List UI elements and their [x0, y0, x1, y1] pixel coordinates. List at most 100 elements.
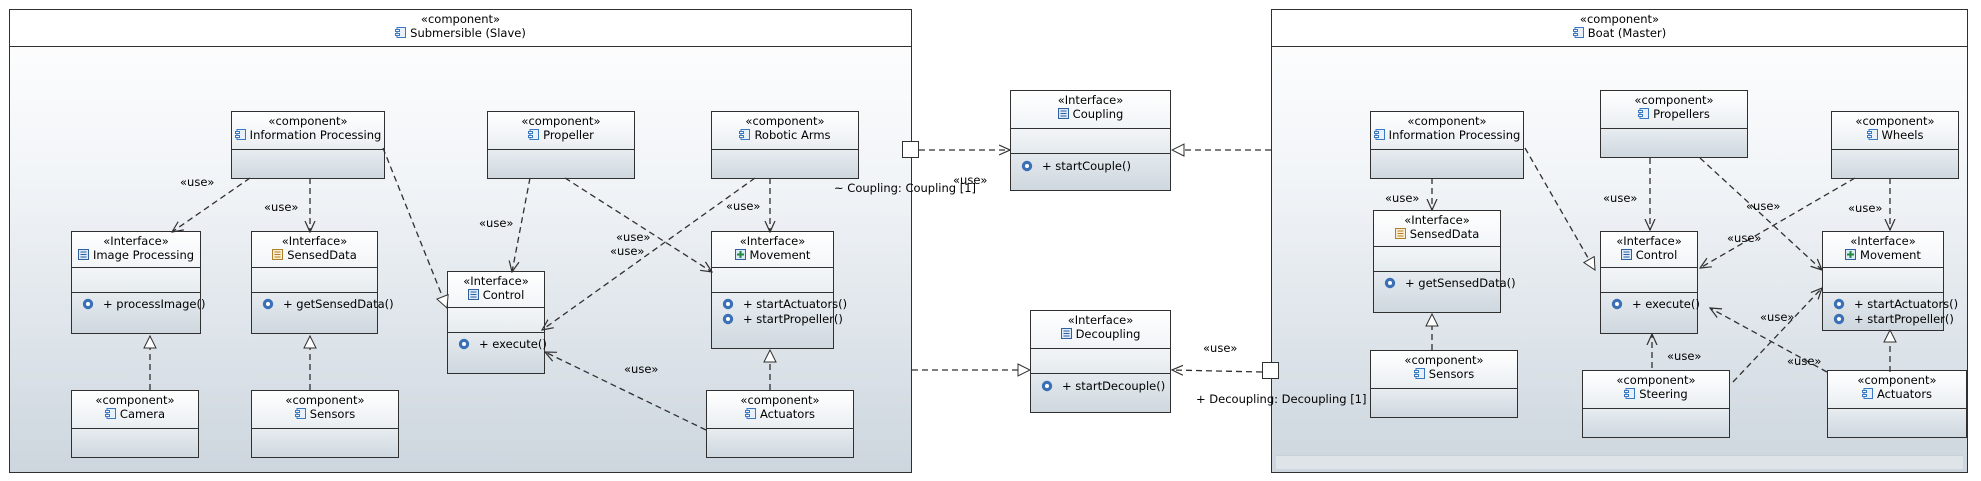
use-label: «use»: [1727, 231, 1762, 245]
operation[interactable]: + startActuators(): [712, 297, 847, 312]
node-title: Propellers: [1601, 107, 1747, 122]
node-header: «component»Actuators: [1828, 371, 1966, 409]
node-header: «component»Sensors: [1371, 351, 1517, 389]
use-label: «use»: [1787, 354, 1822, 368]
attributes-compartment: [252, 268, 377, 293]
master-control-interface[interactable]: «Interface»Control+ execute(): [1600, 231, 1700, 334]
submersible-stereotype: «component»: [420, 12, 501, 26]
node-header: «Interface»Movement: [712, 232, 833, 268]
node-name: Image Processing: [92, 248, 195, 262]
operation[interactable]: + processImage(): [72, 297, 205, 312]
node-header: «Interface»Movement: [1823, 232, 1943, 268]
node-name: Sensors: [1428, 367, 1475, 381]
node-title: Wheels: [1832, 128, 1958, 143]
master-sensed-data-interface[interactable]: «Interface»SensedData + getSensedData(): [1373, 210, 1516, 313]
operation[interactable]: + getSensedData(): [1374, 276, 1516, 291]
node-name: Propellers: [1653, 107, 1710, 121]
operations-compartment: + execute(): [1601, 293, 1700, 312]
use-dependency: [1700, 177, 1856, 268]
node-header: «Interface»SensedData: [252, 232, 377, 268]
slave-sensed-data-interface[interactable]: «Interface»SensedData + getSensedData(): [251, 231, 394, 334]
interface-icon: [77, 249, 89, 260]
stereotype: «component»: [745, 114, 825, 128]
gear-icon: [1833, 313, 1845, 325]
master-info-processing-component[interactable]: «component»Information Processing: [1370, 111, 1524, 179]
use-label: «use»: [264, 200, 299, 214]
component-icon: [1572, 27, 1584, 38]
master-steering-component[interactable]: «component»Steering: [1582, 370, 1730, 438]
operation[interactable]: + startPropeller(): [712, 312, 843, 327]
slave-movement-interface[interactable]: «Interface»Movement + startActuators()+ s…: [711, 231, 847, 349]
operation-label: + getSensedData(): [283, 297, 394, 311]
movement-interface-icon: [1845, 249, 1857, 260]
gear-icon: [722, 313, 734, 325]
stereotype: «component»: [1616, 373, 1696, 387]
node-header: «component»Sensors: [252, 391, 398, 429]
coupling-interface[interactable]: «Interface» Coupling + startCouple(): [1010, 90, 1171, 191]
coupling-port[interactable]: [902, 141, 919, 158]
data-interface-icon: [1394, 228, 1406, 239]
boat-header: «component» Boat (Master): [1272, 10, 1967, 47]
stereotype: «component»: [740, 393, 820, 407]
use-label: «use»: [610, 244, 645, 258]
slave-info-processing-component[interactable]: «component»Information Processing: [231, 111, 385, 179]
node-header: «component»Wheels: [1832, 112, 1958, 150]
interface-icon: [467, 289, 479, 300]
use-label: «use»: [1746, 199, 1781, 213]
slave-image-processing-interface[interactable]: «Interface»Image Processing+ processImag…: [71, 231, 205, 334]
slave-actuators-component[interactable]: «component»Actuators: [706, 390, 854, 458]
operation[interactable]: + startDecouple(): [1031, 379, 1170, 394]
component-icon: [395, 27, 407, 38]
submersible-name: Submersible (Slave): [410, 26, 526, 40]
node-title: SensedData: [252, 248, 377, 263]
node-title: Control: [448, 288, 544, 303]
operation[interactable]: + execute(): [448, 337, 547, 352]
master-movement-interface[interactable]: «Interface»Movement + startActuators()+ s…: [1822, 231, 1958, 331]
use-label: «use»: [1603, 191, 1638, 205]
operation-label: + startPropeller(): [1854, 312, 1954, 326]
stereotype: «Interface»: [1616, 234, 1682, 248]
node-header: «Interface»Control: [448, 272, 544, 308]
master-sensors-component[interactable]: «component»Sensors: [1370, 350, 1518, 418]
node-header: «Interface»SensedData: [1374, 211, 1500, 247]
decoupling-interface[interactable]: «Interface» Decoupling + startDecouple(): [1030, 310, 1171, 413]
boat-title: Boat (Master): [1272, 26, 1967, 41]
slave-propeller-component[interactable]: «component»Propeller: [487, 111, 635, 179]
master-wheels-component[interactable]: «component»Wheels: [1831, 111, 1959, 179]
node-name: Movement: [749, 248, 811, 262]
decoupling-port[interactable]: [1262, 362, 1279, 379]
slave-control-interface[interactable]: «Interface»Control + execute(): [447, 271, 547, 374]
operation[interactable]: + startCouple(): [1011, 159, 1170, 174]
operations-compartment: + startActuators()+ startPropeller(): [1823, 293, 1958, 327]
node-header: «component»Propeller: [488, 112, 634, 150]
operation[interactable]: + startPropeller(): [1823, 312, 1954, 327]
node-name: Control: [482, 288, 525, 302]
operation[interactable]: + getSensedData(): [252, 297, 394, 312]
use-label: «use»: [726, 199, 761, 213]
operation[interactable]: + execute(): [1601, 297, 1700, 312]
coupling-stereotype: «Interface»: [1057, 93, 1124, 107]
master-propellers-component[interactable]: «component»Propellers: [1600, 90, 1748, 158]
node-name: Camera: [119, 407, 166, 421]
decoupling-header: «Interface» Decoupling: [1031, 311, 1170, 349]
interface-icon: [1057, 108, 1069, 119]
horizontal-scrollbar[interactable]: [1276, 455, 1963, 469]
use-dependency: [1699, 157, 1822, 270]
node-header: «component»Information Processing: [1371, 112, 1523, 150]
use-label: «use»: [1203, 341, 1238, 355]
master-actuators-component[interactable]: «component»Actuators: [1827, 370, 1967, 438]
stereotype: «component»: [285, 393, 365, 407]
use-label: «use»: [953, 173, 988, 187]
operation[interactable]: + startActuators(): [1823, 297, 1958, 312]
node-header: «component»Propellers: [1601, 91, 1747, 129]
slave-camera-component[interactable]: «component»Camera: [71, 390, 199, 458]
submersible-header: «component» Submersible (Slave): [10, 10, 911, 47]
node-name: SensedData: [287, 248, 357, 262]
slave-robotic-arms-component[interactable]: «component»Robotic Arms: [711, 111, 859, 179]
slave-sensors-component[interactable]: «component»Sensors: [251, 390, 399, 458]
use-dependency: [1732, 288, 1822, 383]
stereotype: «component»: [521, 114, 601, 128]
use-label: «use»: [1385, 191, 1420, 205]
component-icon: [1413, 368, 1425, 379]
operations-compartment: + startActuators()+ startPropeller(): [712, 293, 847, 327]
